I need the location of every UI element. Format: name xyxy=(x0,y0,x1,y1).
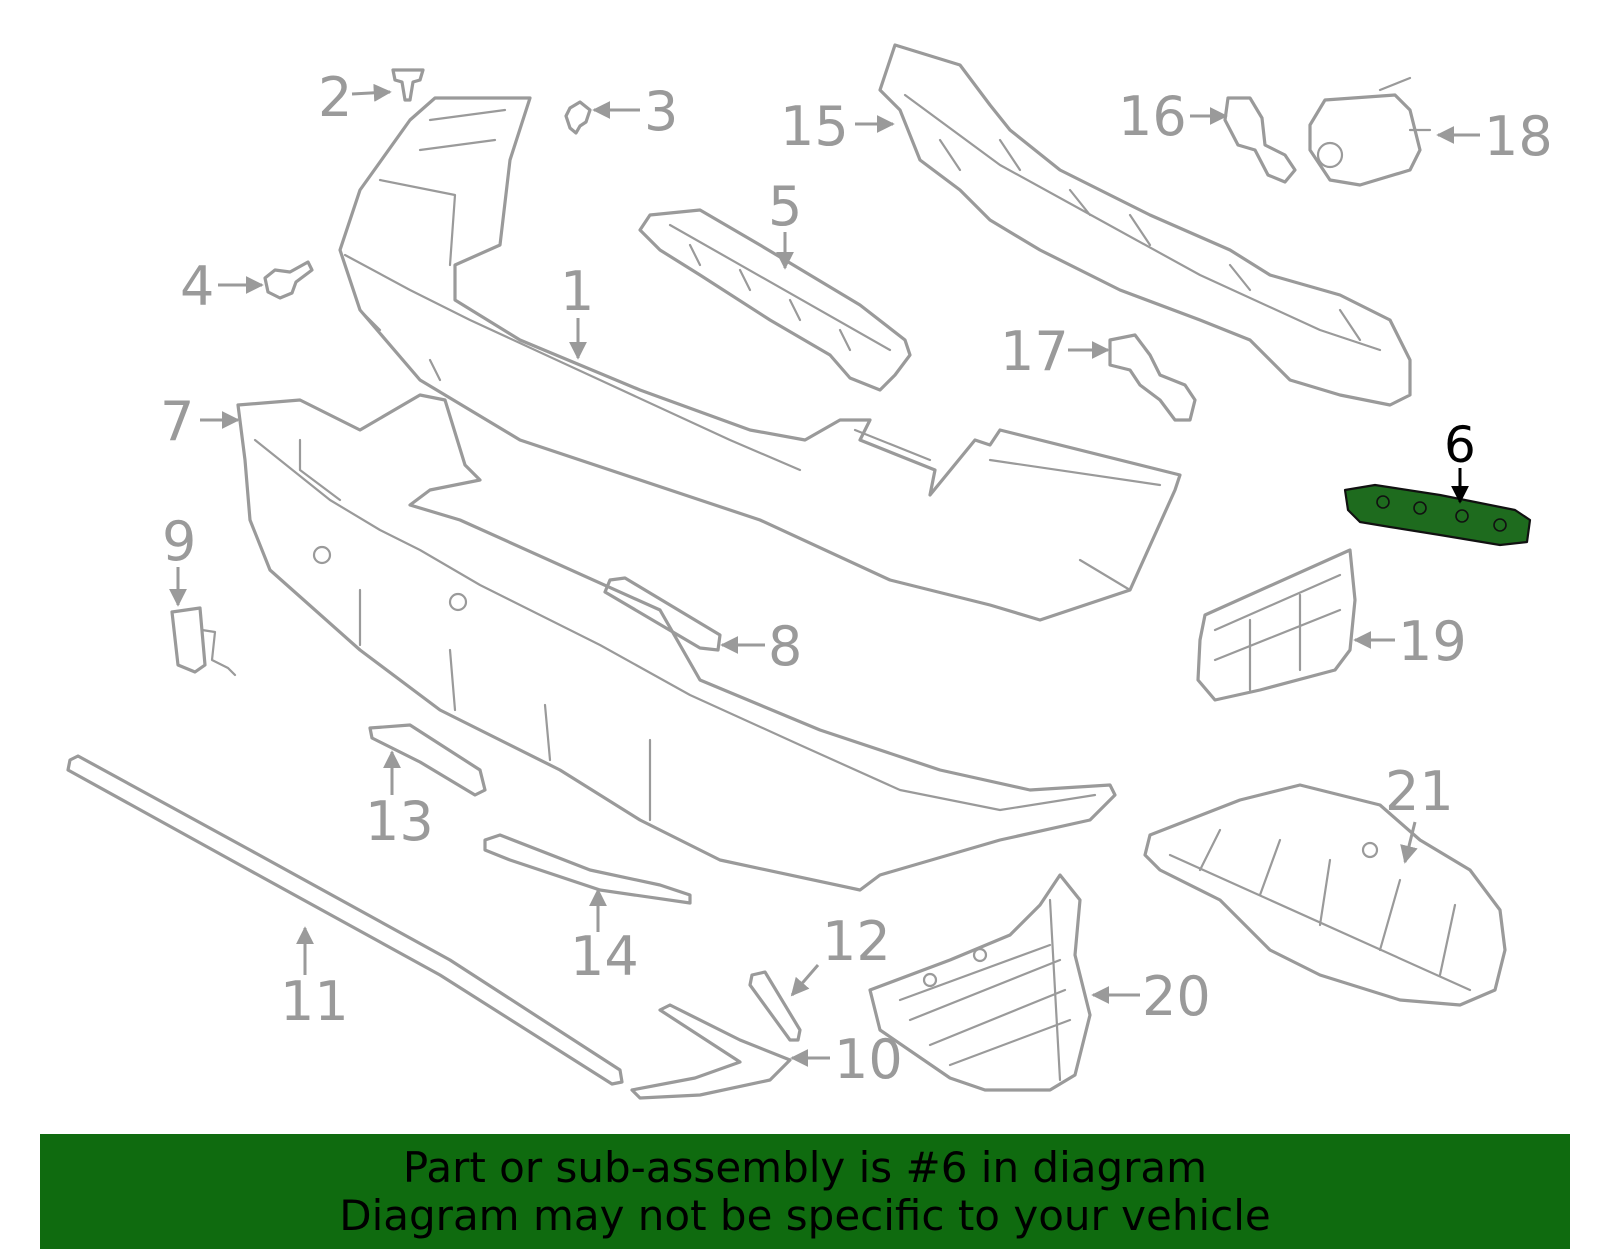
callout-16: 16 xyxy=(1118,85,1187,148)
callout-13: 13 xyxy=(365,790,434,853)
part-9-sensor[interactable] xyxy=(170,606,237,677)
callout-8: 8 xyxy=(768,615,802,678)
callout-15: 15 xyxy=(780,95,849,158)
callout-14: 14 xyxy=(570,925,639,988)
part-10-corner-trim[interactable] xyxy=(630,1003,792,1100)
callout-19: 19 xyxy=(1398,610,1467,673)
banner-line-1: Part or sub-assembly is #6 in diagram xyxy=(402,1143,1208,1192)
part-21-under-shield[interactable] xyxy=(1143,783,1507,1007)
part-6-highlighted-bracket[interactable] xyxy=(1343,483,1532,547)
part-20-splash-shield[interactable] xyxy=(868,873,1092,1092)
callout-20: 20 xyxy=(1142,965,1211,1028)
part-19-bracket[interactable] xyxy=(1196,548,1357,702)
callout-7: 7 xyxy=(160,390,194,453)
callout-5: 5 xyxy=(768,175,802,238)
callout-21: 21 xyxy=(1385,760,1454,823)
part-16-bracket[interactable] xyxy=(1223,96,1297,184)
callout-17: 17 xyxy=(1000,320,1069,383)
part-18-camera[interactable] xyxy=(1308,76,1432,187)
callout-18: 18 xyxy=(1484,105,1553,168)
callout-10: 10 xyxy=(834,1028,903,1091)
callout-12: 12 xyxy=(822,910,891,973)
part-4-bolt[interactable] xyxy=(263,260,314,300)
part-8-strip[interactable] xyxy=(603,576,722,652)
callout-3: 3 xyxy=(644,80,678,143)
callout-2: 2 xyxy=(318,66,352,129)
part-14-trim[interactable] xyxy=(483,833,692,905)
part-11-trim-strip[interactable] xyxy=(66,754,624,1086)
part-3-screw[interactable] xyxy=(564,100,592,135)
part-7-lower-cover[interactable] xyxy=(236,393,1117,892)
callout-11: 11 xyxy=(280,970,349,1033)
callout-4: 4 xyxy=(180,255,214,318)
callout-labels: 2 3 4 5 1 6 7 8 9 10 11 12 13 14 15 16 1… xyxy=(160,66,1553,1091)
banner-line-2: Diagram may not be specific to your vehi… xyxy=(339,1191,1271,1240)
part-2-clip[interactable] xyxy=(391,68,425,102)
part-12-trim[interactable] xyxy=(748,970,802,1042)
part-17-bracket[interactable] xyxy=(1108,333,1197,422)
part-1-bumper-cover[interactable] xyxy=(338,96,1182,622)
part-13-trim[interactable] xyxy=(368,723,487,797)
part-15-reinforcement[interactable] xyxy=(878,43,1412,407)
callout-6: 6 xyxy=(1444,416,1476,474)
callout-9: 9 xyxy=(162,510,196,573)
leader-lines xyxy=(169,83,1480,1067)
info-banner: Part or sub-assembly is #6 in diagram Di… xyxy=(40,1134,1570,1249)
callout-1: 1 xyxy=(560,260,594,323)
